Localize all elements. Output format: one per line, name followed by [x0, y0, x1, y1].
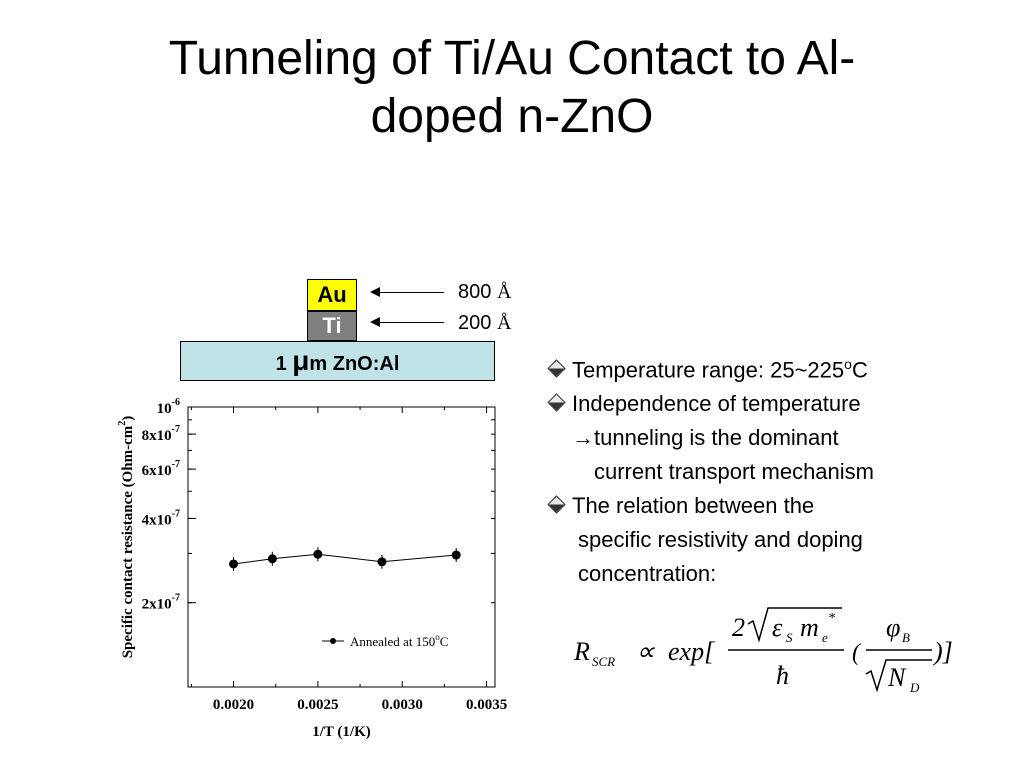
bullet-list: Temperature range: 25~225oC Independence…: [547, 347, 988, 591]
au-arrow: [370, 287, 444, 297]
zno-mu: μ: [292, 345, 310, 376]
legend-label: Annealed at 150oC: [350, 632, 448, 649]
y-tick-label: 4x10-7: [142, 508, 180, 528]
au-thickness-value: 800: [458, 281, 497, 303]
y-tick-base: 6x10: [142, 463, 172, 479]
formula-N: N: [887, 663, 907, 692]
zno-prefix: 1: [275, 353, 293, 375]
formula-R: R: [573, 637, 590, 666]
y-axis-label-main: Specific contact resistance (Ohm-cm: [120, 425, 136, 658]
y-tick-base: 2x10: [142, 597, 172, 613]
y-tick-base: 10: [157, 401, 172, 417]
series-line: [233, 553, 457, 565]
x-tick-label: 0.0025: [297, 697, 338, 713]
x-tick-label: 0.0020: [213, 697, 254, 713]
right-arrow-icon: →: [572, 425, 594, 451]
x-axis-label: 1/T (1/K): [312, 724, 370, 740]
bullet-3: The relation between the: [547, 489, 988, 523]
data-point: [313, 549, 323, 559]
y-tick-exp: -6: [172, 397, 180, 408]
formula-m-sub: e: [822, 630, 828, 645]
sqrt-sign-2: [865, 659, 932, 693]
legend-end: C: [440, 634, 449, 649]
bullet-diamond-icon: [547, 393, 566, 413]
bullet-2-continuation: →tunneling is the dominant: [548, 421, 988, 455]
bullet-1-unit: C: [851, 357, 868, 383]
y-axis-label-end: ): [120, 416, 136, 421]
formula-eps-sub: S: [786, 630, 793, 645]
ti-thickness-unit: Å: [496, 312, 512, 334]
x-tick-label: 0.0030: [382, 697, 423, 713]
bullet-3-line-3: concentration:: [578, 561, 717, 587]
au-layer: Au: [307, 279, 357, 311]
ti-thickness-value: 200: [458, 312, 497, 334]
y-tick-label: 6x10-7: [142, 459, 180, 479]
legend-sup: o: [435, 632, 440, 642]
y-tick-label: 2x10-7: [142, 593, 180, 613]
formula-close: )]: [932, 637, 953, 666]
zno-layer: 1 μm ZnO:Al: [180, 341, 495, 381]
bullet-diamond-icon: [547, 495, 566, 515]
sqrt-sign-1: [747, 607, 842, 643]
au-thickness-unit: Å: [496, 281, 512, 303]
y-tick-base: 8x10: [142, 428, 172, 444]
formula-N-sub: D: [909, 680, 920, 695]
data-point: [267, 554, 277, 564]
bullet-1-sup: o: [844, 356, 852, 372]
legend-marker: [330, 638, 336, 644]
ti-arrow: [370, 317, 444, 327]
formula-R-sub: SCR: [592, 654, 615, 669]
y-axis-label: Specific contact resistance (Ohm-cm2): [117, 416, 136, 659]
au-label: Au: [317, 282, 347, 307]
y-tick-exp: -7: [172, 459, 180, 470]
formula-exp: exp[: [668, 637, 716, 666]
slide-title: Tunneling of Ti/Au Contact to Al- doped …: [40, 30, 984, 146]
formula-phi-sub: B: [902, 630, 910, 645]
y-tick-exp: -7: [172, 593, 180, 604]
rscr-formula: R SCR ∝ exp[ 2 ε S m e * ħ ( φ B N D )]: [573, 607, 953, 695]
ti-label: Ti: [322, 313, 342, 338]
bullet-2: Independence of temperature: [547, 387, 988, 421]
ti-layer: Ti: [307, 311, 357, 341]
formula-two: 2: [732, 613, 745, 642]
data-point: [229, 559, 239, 569]
x-tick-label: 0.0035: [466, 697, 507, 713]
plot-frame: [187, 406, 496, 688]
data-point: [377, 557, 387, 567]
bullet-2-line-3: current transport mechanism: [594, 459, 874, 485]
title-line-2: doped n-ZnO: [370, 90, 654, 143]
zno-suffix: m ZnO:Al: [309, 353, 400, 375]
y-tick-exp: -7: [172, 508, 180, 519]
formula-hbar: ħ: [776, 661, 789, 690]
bullet-2-line-2: tunneling is the dominant: [594, 425, 839, 451]
title-line-1: Tunneling of Ti/Au Contact to Al-: [168, 32, 856, 85]
bullet-3-line-1: The relation between the: [572, 493, 815, 519]
y-tick-label: 8x10-7: [142, 424, 180, 444]
y-axis-label-sup: 2: [117, 421, 128, 426]
data-point: [451, 550, 461, 560]
legend-name: Annealed at 150: [350, 634, 435, 649]
formula-m: m: [800, 613, 819, 642]
y-tick-base: 4x10: [142, 512, 172, 528]
bullet-3-line-2: specific resistivity and doping: [578, 527, 863, 553]
bullet-diamond-icon: [547, 359, 566, 379]
bullet-1-text: Temperature range: 25~225: [572, 357, 845, 383]
formula-phi: φ: [886, 613, 900, 642]
bullet-2-line-1: Independence of temperature: [572, 391, 861, 417]
formula-open-paren: (: [852, 640, 862, 666]
formula-propto: ∝: [636, 637, 655, 666]
bullet-1: Temperature range: 25~225oC: [547, 347, 988, 387]
ti-thickness: 200 Å: [458, 312, 511, 335]
y-tick-label: 10-6: [157, 397, 180, 417]
au-thickness: 800 Å: [458, 281, 511, 304]
formula-m-sup: *: [828, 611, 835, 626]
formula-eps: ε: [772, 613, 783, 642]
y-tick-exp: -7: [172, 424, 180, 435]
